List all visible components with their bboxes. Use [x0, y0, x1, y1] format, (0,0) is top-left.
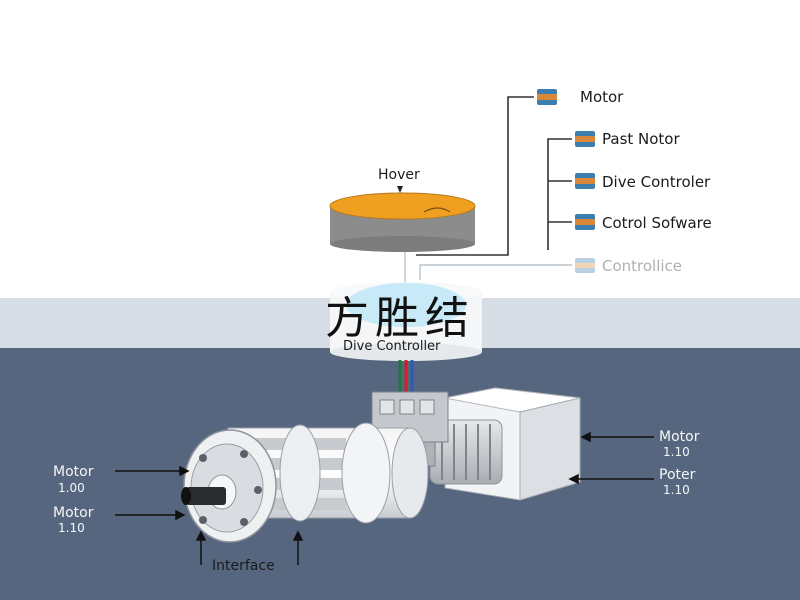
right-label-1-value: 1.10 — [663, 445, 690, 459]
left-label-1-title: Motor — [53, 464, 94, 480]
left-label-1-value: 1.00 — [58, 481, 85, 495]
faint-connector-lines — [404, 250, 572, 282]
legend-label-motor: Motor — [580, 88, 624, 106]
right-label-1-title: Motor — [659, 429, 700, 445]
legend-label-dive-controler: Dive Controler — [602, 173, 711, 191]
left-label-2-title: Motor — [53, 505, 94, 521]
hover-pointer-icon — [397, 186, 403, 193]
drive-controller-label: Dive Controller — [343, 339, 441, 354]
interface-label: Interface — [212, 558, 275, 574]
wires — [398, 360, 414, 395]
drive-controller-puck — [330, 282, 482, 361]
left-label-2-value: 1.10 — [58, 521, 85, 535]
legend-label-controllice: Controllice — [602, 257, 682, 275]
connector-lines — [416, 96, 572, 256]
right-arrows — [568, 431, 654, 485]
legend-label-past-notor: Past Notor — [602, 130, 680, 148]
motor-shaft — [181, 487, 226, 505]
banner-title: 方胜结 — [325, 293, 475, 344]
legend-icon-cotrol-sofware — [575, 214, 595, 230]
legend-icon-motor — [537, 89, 557, 105]
right-label-2-title: Poter — [659, 467, 696, 483]
right-label-2-value: 1.10 — [663, 483, 690, 497]
hover-label: Hover — [378, 167, 420, 183]
legend-icon-past-notor — [575, 131, 595, 147]
hover-disk — [329, 192, 476, 252]
front-flange — [183, 429, 277, 543]
legend-icon-controllice — [575, 258, 595, 273]
legend-icon-dive-controler — [575, 173, 595, 189]
left-arrows — [115, 465, 304, 565]
legend-label-cotrol-sofware: Cotrol Sofware — [602, 214, 712, 232]
